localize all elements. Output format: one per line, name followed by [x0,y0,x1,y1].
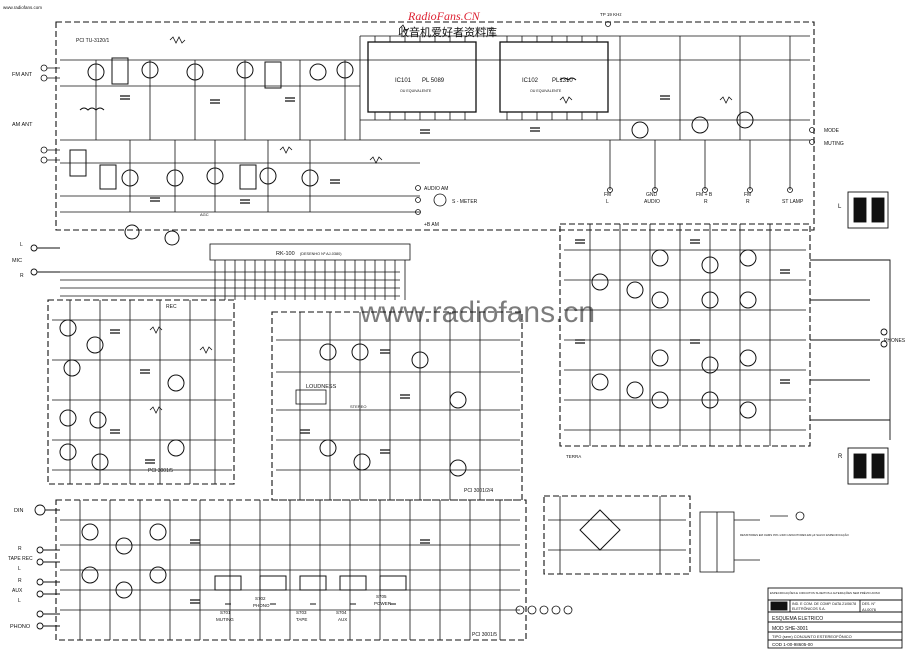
title-company-2: ELETRÔNICOS S.A. [792,606,826,611]
remote-strip [60,243,411,300]
title-esquema: ESQUEMA ELETRICO [772,616,823,622]
switch-s703-label: TAPE [296,617,307,622]
input-board-label: PCI 3001/5 [472,632,497,638]
agc-label: AGC [200,212,209,217]
s-meter-label: S - METER [452,199,478,205]
term-fm2: FM [744,192,751,198]
speaker-outputs [810,191,891,485]
switch-s704-id: S704 [336,610,347,615]
tape-rec-label: TAPE REC [8,556,33,562]
title-mod: MOD SHE-3001 [772,626,808,632]
term-l: L [606,199,609,205]
term-fm: FM [604,192,611,198]
mode-label: MODE [824,128,840,134]
st-lamp-label: ST LAMP [782,199,804,205]
watermark-top: RadioFans.CN [407,9,481,23]
audio-am-label: AUDIO AM [424,186,448,192]
term-audio: AUDIO [644,199,660,205]
aux-label: AUX [12,588,23,594]
title-tipo: TIPO (sem) CONJUNTO ESTEREOFÔNICO [772,634,852,639]
title-des-label: DES. N° [862,602,876,606]
tone-board [271,311,523,501]
ic101-equiv: OU EQUIVALENTE [400,89,432,93]
r-label-mic: R [20,273,24,279]
switch-s702-id: S702 [255,596,266,601]
center-label: CENTER [478,26,495,31]
input-board [55,499,527,641]
mic-label: MIC [12,258,22,264]
term-r2: R [746,199,750,205]
l-label-mic: L [20,242,23,248]
r-label-aux: R [18,578,22,584]
title-company-1: IND. E COM. DE COMP. DATA 21/06/78 [792,602,856,606]
title-block [767,587,903,649]
switch-s702-label: PHONO [253,603,270,608]
ic102-part: PL1310 [552,78,573,84]
switch-s705-id: S705 [376,594,387,599]
remote-label: RK-100 [276,251,295,257]
rec-label: REC [166,304,177,310]
selector-switches: S701 MUTING S702 PHONO S703 TAPE S704 AU… [216,594,392,622]
ic102-equiv: OU EQUIVALENTE [530,89,562,93]
term-fm-b: FM + B [696,192,713,198]
din-label: DIN [14,508,24,514]
terra-label: TERRA [566,454,581,459]
switch-s704-label: AUX [338,617,347,622]
source-url: www.radiofans.com [3,5,42,10]
watermark-center: www.radiofans.cn [359,296,595,329]
power-amp-board [559,223,811,447]
fm-ant-label: FM ANT [12,72,33,78]
watermark-top-cn: 收音机爱好者资料库 [398,25,497,39]
tuner-labels: PCI TU-3120/1 FM ANT AM ANT IC101 PL 508… [12,12,844,228]
switch-s701-label: MUTING [216,617,234,622]
switch-s701-id: S701 [220,610,231,615]
stereo-label: STEREO [350,404,366,409]
phones-label: PHONES [884,338,906,344]
remote-note: (DESENHO Nº AJ-0380) [300,252,342,256]
title-note: ESPECIFICAÇÕES E CIRCUITOS SUJEITOS A AL… [770,590,881,595]
tp-label: TP 19 KHz [600,12,622,17]
r-label-tape: R [18,546,22,552]
ic102-ref: IC102 [522,78,539,84]
b-am-label: +B AM [424,222,439,228]
l-label-tape: L [18,566,21,572]
tone-board-label: PCI 3001/2/4 [464,488,493,494]
term-gnd: GND [646,192,658,198]
phono-label: PHONO [10,624,31,630]
power-supply [515,495,805,615]
title-cod: COD 1-00-98605-00 [772,642,813,647]
ic101-part: PL 5089 [422,78,445,84]
tuner-board-label: PCI TU-3120/1 [76,38,109,44]
switch-s705-label: POWER [374,601,392,606]
speaker-a-label: R [838,454,843,460]
tuner-board [40,21,815,246]
preamp-board [47,299,235,485]
ic101-ref: IC101 [395,78,412,84]
term-r: R [704,199,708,205]
pre-board-label: PCI 3001/5 [148,468,173,474]
speaker-l-label: L [838,204,842,210]
left-inputs [30,244,60,630]
am-ant-label: AM ANT [12,122,33,128]
switch-s703-id: S703 [296,610,307,615]
component-notes: RESISTORES EM OHMS ±5% 1/4W CAPACITORES … [740,532,850,537]
muting-label: MUTING [824,141,844,147]
l-label-aux: L [18,598,21,604]
title-des-number: AI-0076 [862,607,877,612]
loudness-label: LOUDNESS [306,384,337,390]
